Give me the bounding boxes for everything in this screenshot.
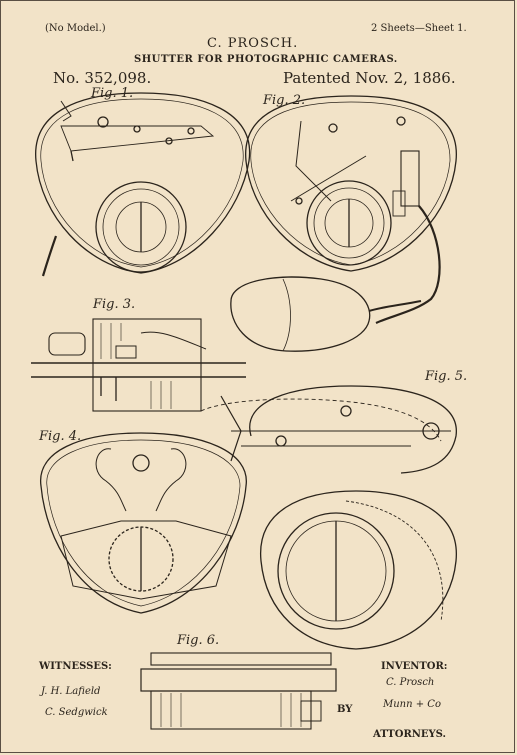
sheet-count: 2 Sheets—Sheet 1. xyxy=(371,23,467,34)
inventor-signature: C. Prosch xyxy=(386,677,435,688)
witness-signature-2: C. Sedgwick xyxy=(45,707,108,718)
fig1-drawing xyxy=(35,92,251,277)
bulb-drawing xyxy=(230,276,422,352)
fig5-drawing xyxy=(200,385,457,474)
patent-date: Patented Nov. 2, 1886. xyxy=(283,69,456,87)
attorneys-label: ATTORNEYS. xyxy=(373,729,447,740)
fig4-label: Fig. 4. xyxy=(39,429,82,444)
fig5-label: Fig. 5. xyxy=(425,369,468,384)
fig1-label: Fig. 1. xyxy=(91,86,134,101)
fig6-drawing xyxy=(140,652,337,730)
fig4-drawing xyxy=(40,432,247,614)
witness-signature-1: J. H. Lafield xyxy=(41,686,101,697)
fig2-label: Fig. 2. xyxy=(263,93,306,108)
inventor-label: INVENTOR: xyxy=(381,661,448,672)
patent-title: SHUTTER FOR PHOTOGRAPHIC CAMERAS. xyxy=(134,54,398,65)
by-label: BY xyxy=(337,704,353,715)
inventor-name: C. PROSCH. xyxy=(207,36,299,51)
fig2-drawing xyxy=(245,95,457,324)
fig3-drawing xyxy=(31,318,246,412)
attorney-signature: Munn + Co xyxy=(383,699,441,710)
fig3-label: Fig. 3. xyxy=(93,297,136,312)
fig5-plate-drawing xyxy=(260,490,457,650)
fig6-label: Fig. 6. xyxy=(177,633,220,648)
patent-number: No. 352,098. xyxy=(53,69,152,87)
witnesses-label: WITNESSES: xyxy=(39,661,112,672)
model-note: (No Model.) xyxy=(45,23,106,34)
